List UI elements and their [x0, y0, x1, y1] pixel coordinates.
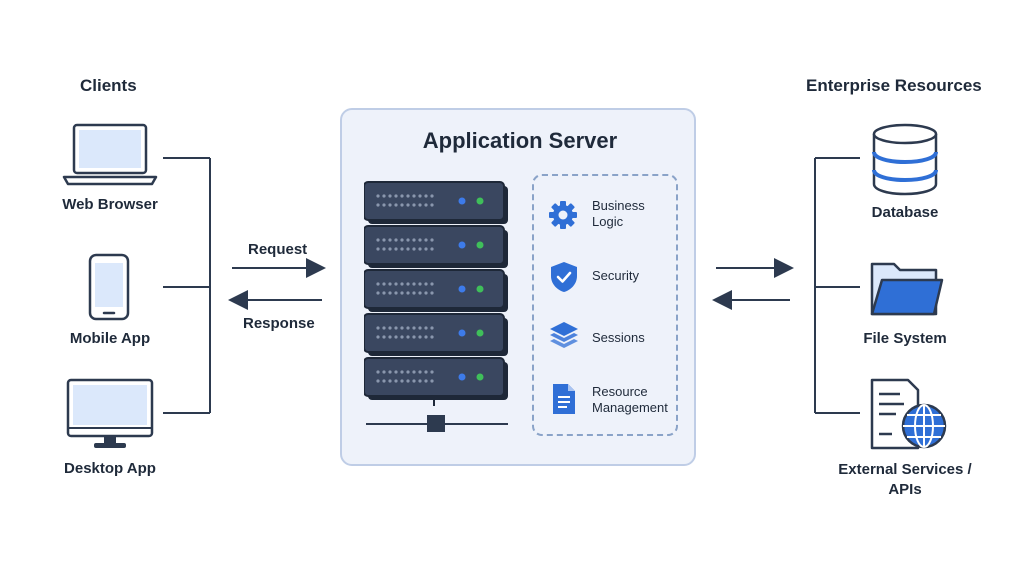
request-label: Request — [248, 241, 308, 258]
resource-label-file-system: File System — [863, 330, 947, 347]
client-label-desktop-app: Desktop App — [64, 460, 156, 477]
resource-bracket — [814, 157, 860, 414]
rack-unit — [363, 313, 508, 356]
services-box: Business Logic Security Sessions — [532, 174, 678, 436]
smartphone-icon — [88, 253, 130, 321]
service-label-sessions: Sessions — [592, 330, 645, 345]
client-label-mobile-app: Mobile App — [69, 330, 151, 347]
client-bracket — [163, 157, 211, 414]
server-title: Application Server — [422, 128, 618, 153]
resources-heading: Enterprise Resources — [806, 76, 982, 95]
status-led-green — [476, 241, 484, 249]
status-led-blue — [458, 197, 466, 205]
folder-icon — [868, 258, 944, 320]
rack-unit — [363, 181, 508, 224]
server-rack-icon — [363, 180, 514, 434]
application-server-panel: Application Server — [340, 108, 696, 466]
status-led-green — [476, 329, 484, 337]
laptop-icon — [62, 122, 158, 186]
globe-document-icon — [870, 378, 950, 450]
gear-icon — [548, 200, 578, 230]
rack-unit — [363, 357, 508, 400]
service-label-security: Security — [592, 268, 639, 283]
database-icon — [870, 122, 940, 196]
rack-unit — [363, 225, 508, 268]
status-led-green — [476, 373, 484, 381]
status-led-blue — [458, 329, 466, 337]
monitor-icon — [66, 378, 154, 450]
response-label: Response — [243, 315, 315, 332]
client-label-web-browser: Web Browser — [62, 196, 158, 213]
layers-icon — [548, 320, 580, 354]
service-label-resource-management: Resource Management — [592, 384, 668, 415]
status-led-green — [476, 285, 484, 293]
status-led-blue — [458, 285, 466, 293]
document-icon — [551, 382, 577, 416]
status-led-blue — [458, 373, 466, 381]
rack-unit — [363, 269, 508, 312]
resource-label-external-services: External Services / APIs — [838, 461, 972, 498]
resource-label-database: Database — [871, 204, 939, 221]
status-led-blue — [458, 241, 466, 249]
status-led-green — [476, 197, 484, 205]
service-label-business-logic: Business Logic — [592, 198, 645, 229]
shield-check-icon — [549, 260, 579, 294]
clients-heading: Clients — [80, 76, 137, 95]
